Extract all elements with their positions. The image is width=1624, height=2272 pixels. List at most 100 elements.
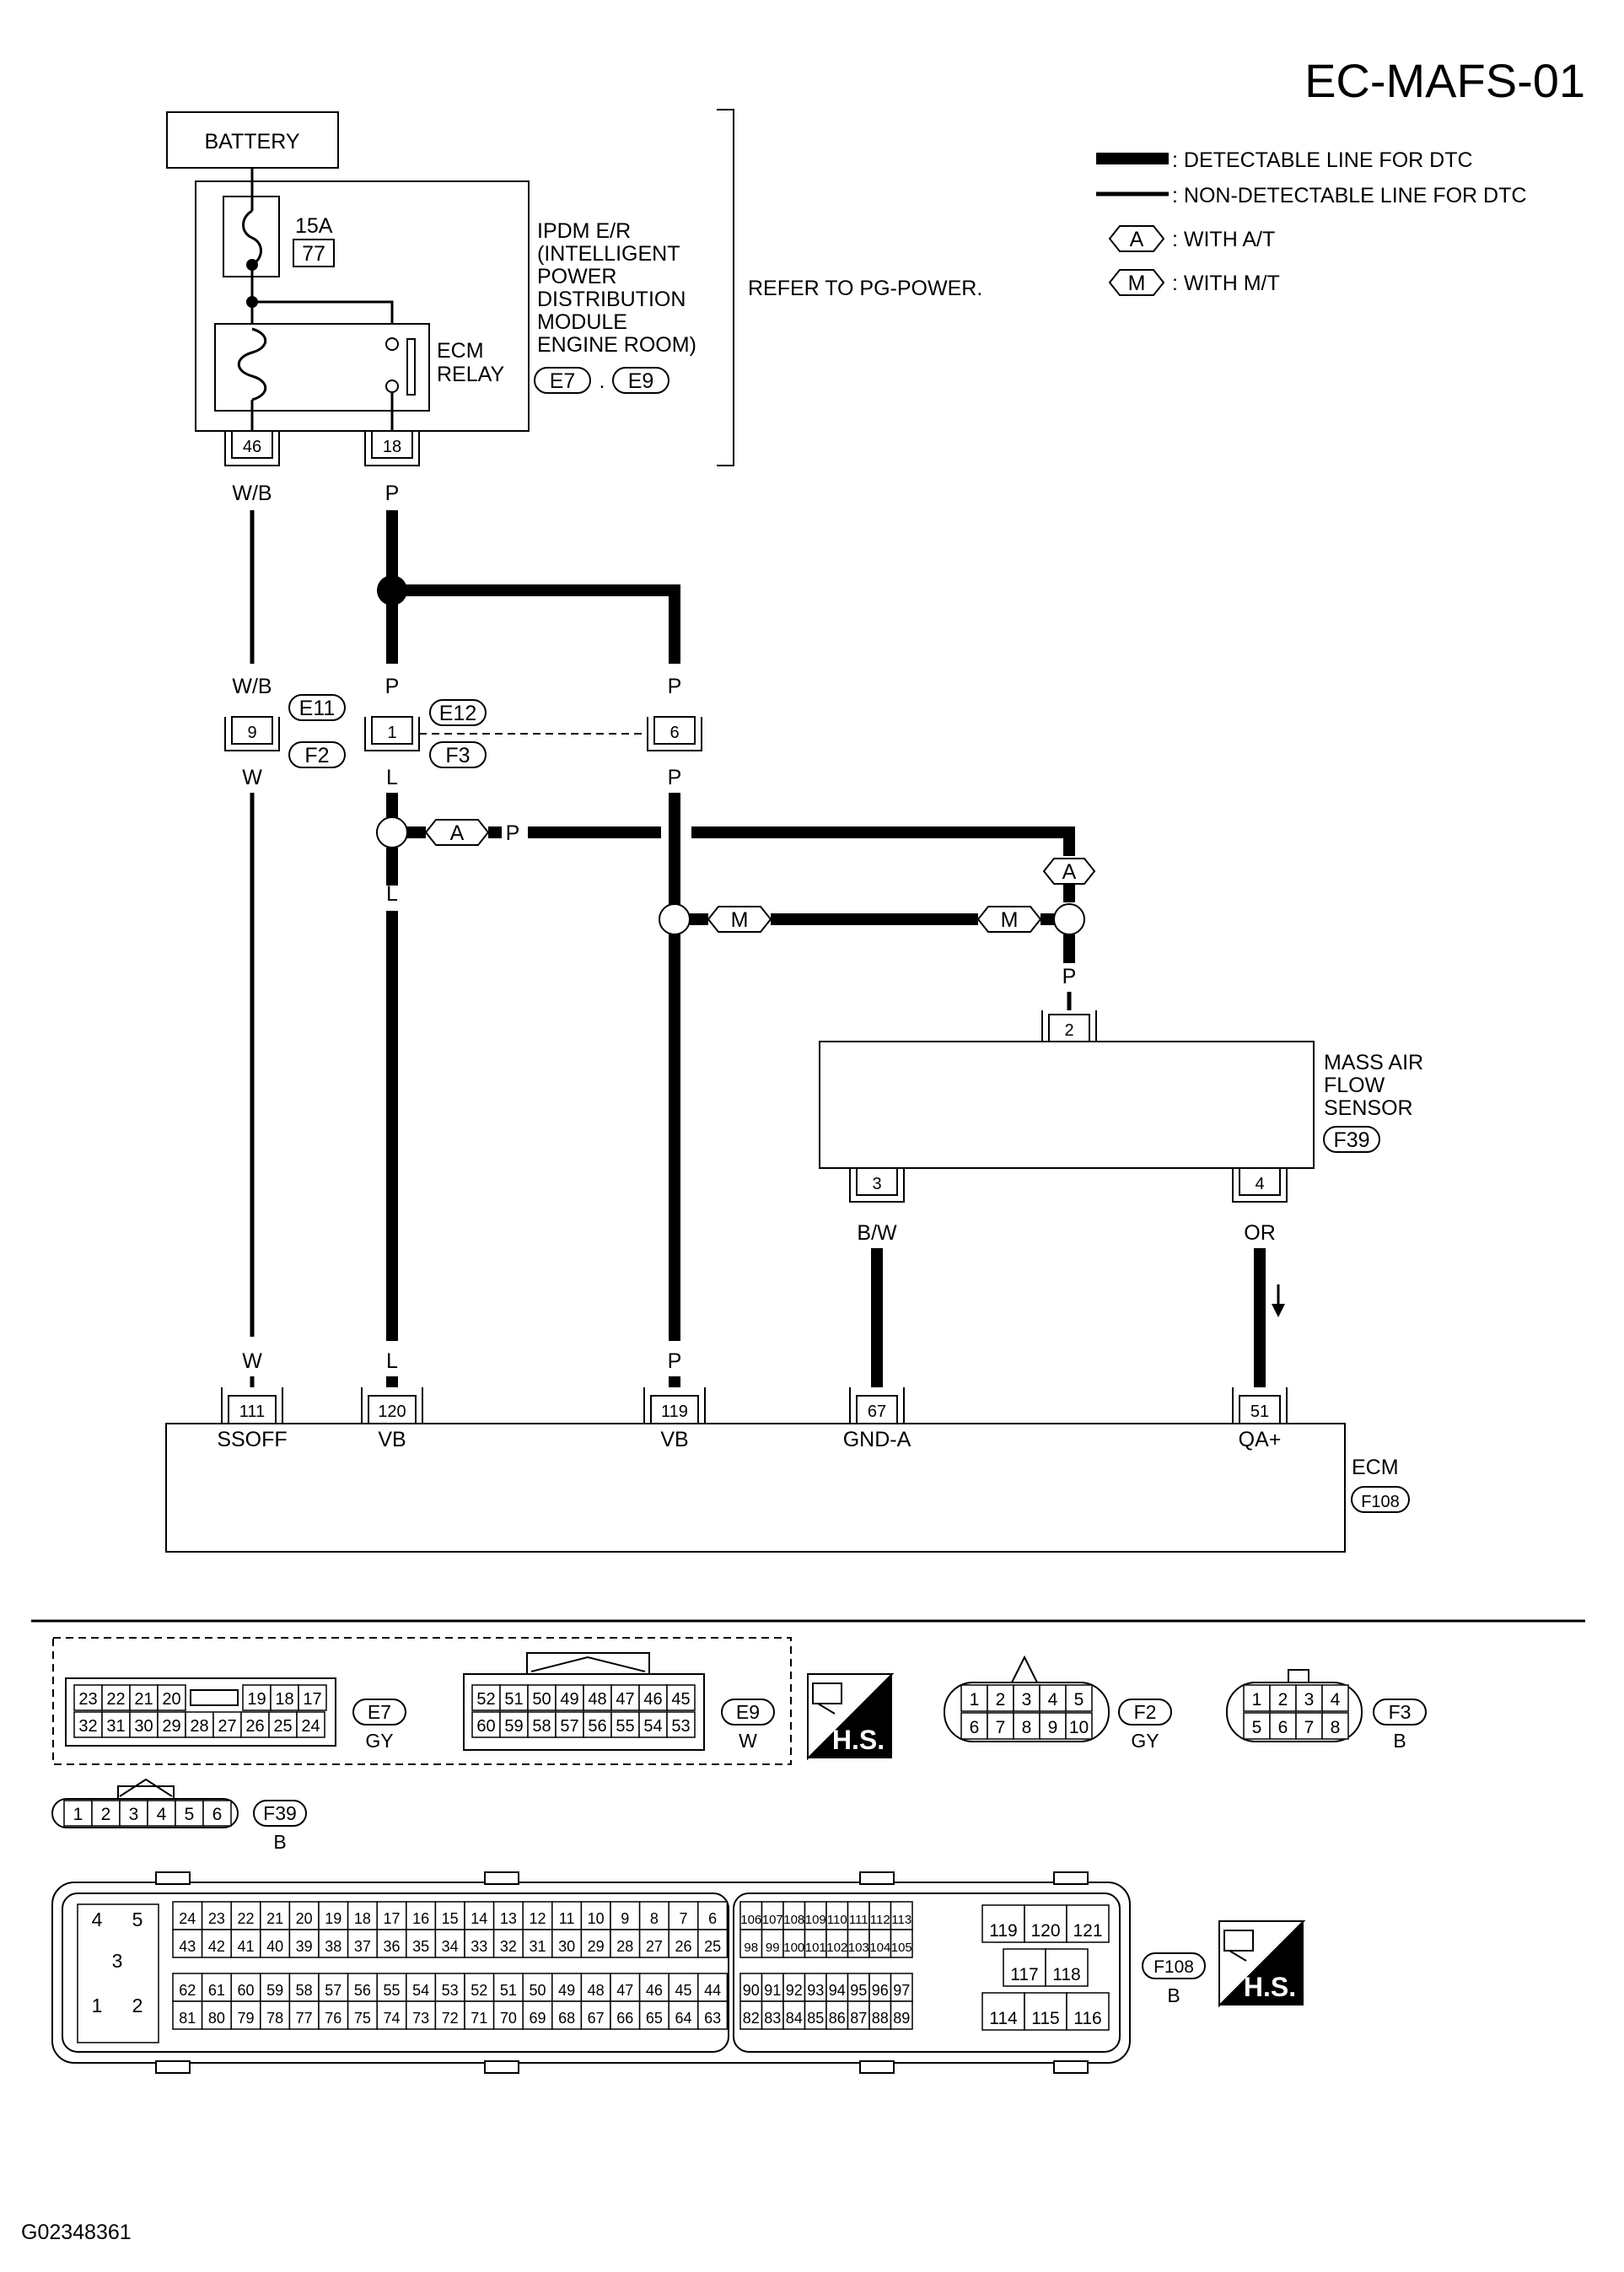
f2-pin-label: 9: [1048, 1718, 1058, 1737]
f39-pin-label: 6: [212, 1805, 223, 1824]
f108-pin-label: 113: [891, 1913, 911, 1927]
f108-pin-label: 85: [807, 2010, 824, 2027]
f3-cell: [1243, 1712, 1271, 1740]
pin-51: 51: [1250, 1403, 1269, 1421]
f108-pin-label: 92: [786, 1982, 803, 1999]
f108-cell: [580, 1901, 611, 1930]
maf-sensor-label: MASS AIR FLOW SENSOR: [1324, 1051, 1423, 1120]
e7-cell: [296, 1711, 325, 1738]
f2-pin-label: 4: [1048, 1690, 1058, 1709]
f108-cell: [260, 1929, 291, 1958]
ipdm-separator: .: [600, 369, 605, 393]
f108-pin-label: 4: [92, 1909, 103, 1930]
f108-pin-label: 108: [783, 1913, 804, 1927]
option-mt-circle-2: [1053, 903, 1085, 935]
f108-cell: [981, 1992, 1025, 2031]
e7-cell: [157, 1684, 186, 1711]
refer-bracket: [717, 109, 734, 466]
page-title: EC-MAFS-01: [1304, 54, 1585, 107]
ipdm-connector-e9: E9: [628, 369, 654, 393]
f108-pin-label: 61: [208, 1982, 225, 1999]
relay-label-1: ECM: [437, 339, 484, 363]
e9-id: E9: [736, 1701, 760, 1723]
f108-cell: [406, 1973, 437, 2002]
f3-cell: [1269, 1712, 1297, 1740]
f108-pin-label: 100: [783, 1941, 804, 1955]
f108-pin-label: 110: [827, 1913, 847, 1927]
f108-pin-label: 42: [208, 1938, 225, 1955]
f3-pin-label: 6: [1278, 1718, 1288, 1737]
f108-pin-label: 86: [829, 2010, 846, 2027]
e7-pin-label: 19: [247, 1690, 266, 1709]
e7-pin-label: 31: [106, 1717, 125, 1736]
f3-cell: [1321, 1712, 1349, 1740]
f108-cell: [172, 1929, 203, 1958]
e7-pin-label: 25: [273, 1717, 292, 1736]
pin-120: 120: [378, 1403, 406, 1421]
f108-cell: [1066, 1904, 1110, 1943]
f108-cell: [172, 1901, 203, 1930]
option-a-wire: A: [450, 821, 465, 845]
f108-cell: [434, 1929, 465, 1958]
f108-pin-label: 11: [559, 1910, 575, 1927]
f2-cell: [1065, 1684, 1093, 1712]
f39-id: F39: [263, 1802, 297, 1824]
wire-bw: B/W: [857, 1221, 897, 1245]
f39-pin-label: 5: [185, 1805, 195, 1824]
fuse-number: 77: [302, 242, 325, 266]
ipdm-connector-e7: E7: [550, 369, 576, 393]
f2-badge: [1118, 1699, 1172, 1726]
f108-cell: [761, 1973, 784, 2002]
f108-pin-label: 36: [383, 1938, 400, 1955]
f108-pin-label: 19: [325, 1910, 341, 1927]
f108-pin-label: 121: [1073, 1921, 1102, 1941]
f108-pin-label: 49: [558, 1982, 575, 1999]
battery-box: [166, 111, 339, 169]
f39-pin-label: 1: [73, 1805, 83, 1824]
f108-pin-label: 9: [621, 1910, 629, 1927]
f108-pin-label: 76: [325, 2010, 341, 2027]
ecm-label: ECM: [1352, 1456, 1399, 1479]
f108-cell: [981, 1904, 1025, 1943]
f108-cell: [668, 1929, 699, 1958]
f108-pin-label: 5: [132, 1909, 143, 1930]
f108-cell: [288, 1929, 320, 1958]
f39-pin-label: 2: [101, 1805, 111, 1824]
f2-color: GY: [1131, 1730, 1159, 1752]
wire-l-lower: L: [386, 882, 398, 906]
wire-or: OR: [1244, 1221, 1276, 1245]
f108-cell: [551, 1929, 583, 1958]
f108-pin-label: 80: [208, 2010, 225, 2027]
f108-cell: [1045, 1948, 1089, 1987]
svg-text:FLOW: FLOW: [1324, 1074, 1385, 1097]
f108-cell: [551, 1973, 583, 2002]
f108-cell: [890, 1929, 913, 1958]
f108-pin-label: 10: [588, 1910, 605, 1927]
e7-cell: [242, 1684, 272, 1711]
f108-pin-label: 69: [529, 2010, 546, 2027]
e9-cell: [638, 1711, 668, 1738]
svg-text:MASS AIR: MASS AIR: [1324, 1051, 1423, 1074]
f108-cell: [610, 2000, 641, 2030]
f108-cell: [782, 1929, 806, 1958]
f108-pin-label: 22: [237, 1910, 254, 1927]
f108-pin-label: 54: [412, 1982, 429, 1999]
f108-pin-label: 34: [442, 1938, 459, 1955]
f108-pin-label: 26: [675, 1938, 691, 1955]
f108-pin-label: 55: [383, 1982, 400, 1999]
f3-cell: [1321, 1684, 1349, 1712]
f108-pin-label: 63: [704, 2010, 721, 2027]
legend-non-detectable: : NON-DETECTABLE LINE FOR DTC: [1172, 184, 1526, 207]
f108-cell: [347, 2000, 378, 2030]
e9-cell: [499, 1711, 529, 1738]
f108-pin-label: 32: [500, 1938, 517, 1955]
svg-text:IPDM E/R: IPDM E/R: [537, 219, 631, 243]
f108-cell: [668, 2000, 699, 2030]
e9-pin-label: 47: [616, 1690, 634, 1709]
f108-pin-label: 82: [743, 2010, 760, 2027]
f108-cell: [890, 2000, 913, 2030]
f108-cell: [782, 2000, 806, 2030]
f108-pin-label: 90: [743, 1982, 760, 1999]
f3-pin-label: 7: [1304, 1718, 1315, 1737]
